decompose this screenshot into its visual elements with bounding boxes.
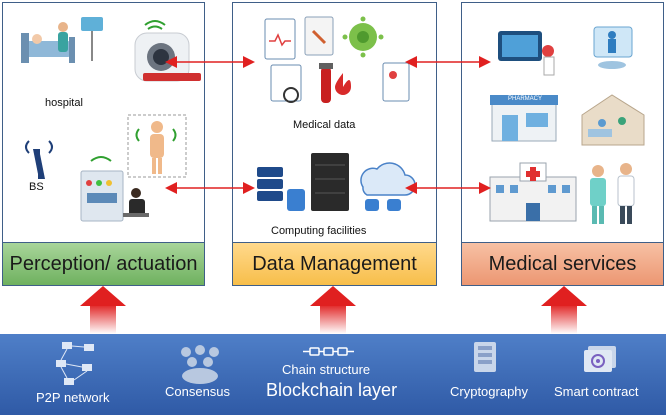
hologram-doctor-icon	[593, 26, 633, 69]
patient-room-icon	[581, 94, 645, 146]
up-arrow-data-management	[310, 286, 356, 334]
chain-structure-icon	[303, 347, 354, 356]
bs-label: BS	[29, 181, 44, 193]
cloud-icon	[360, 162, 416, 211]
consensus-icon	[181, 345, 219, 384]
p2p-network-label: P2P network	[36, 390, 110, 405]
blockchain-layer-bar: P2P network Consensus Chain structure Bl…	[0, 334, 666, 415]
hospital-bed-icon	[21, 17, 103, 63]
smart-contract-label: Smart contract	[554, 384, 639, 399]
medical-data-label: Medical data	[293, 119, 356, 131]
doctors-icon	[590, 163, 635, 224]
p2p-network-icon	[56, 342, 94, 385]
perception-illustrations	[21, 17, 201, 222]
hospital-label: hospital	[45, 97, 83, 109]
data-management-illustrations	[257, 16, 416, 211]
computing-facilities-label: Computing facilities	[271, 225, 367, 237]
hospital-building-icon	[489, 162, 577, 222]
medical-services-panel: PHARMACY Medical services	[461, 2, 664, 286]
perception-panel: hospital BS Perception/ actuation	[2, 2, 205, 286]
medical-records-icon	[264, 16, 410, 103]
cryptography-label: Cryptography	[450, 384, 529, 399]
body-sensor-icon	[127, 114, 187, 178]
blockchain-icons	[56, 342, 616, 385]
chain-structure-label: Chain structure	[282, 362, 371, 377]
data-management-title: Data Management	[233, 242, 436, 285]
pharmacy-icon	[490, 95, 558, 142]
consensus-label: Consensus	[165, 384, 231, 399]
perception-title: Perception/ actuation	[3, 242, 204, 285]
blockchain-layer-title: Blockchain layer	[266, 380, 398, 400]
control-console-icon	[80, 156, 149, 222]
cryptography-icon	[474, 342, 496, 372]
pharmacy-label: PHARMACY	[508, 96, 543, 102]
up-arrow-medical-services	[541, 286, 587, 334]
data-management-panel: Medical data Computing facilities Data M…	[232, 2, 437, 286]
medical-services-title: Medical services	[462, 242, 663, 285]
blood-sample-icon	[319, 63, 351, 103]
server-rack-icon	[257, 153, 349, 211]
medical-services-illustrations	[489, 26, 645, 224]
telemedicine-screen-icon	[498, 31, 555, 76]
base-station-icon	[25, 140, 53, 179]
up-arrow-perception	[80, 286, 126, 334]
virus-icon	[342, 16, 384, 58]
smart-contract-icon	[584, 346, 616, 372]
